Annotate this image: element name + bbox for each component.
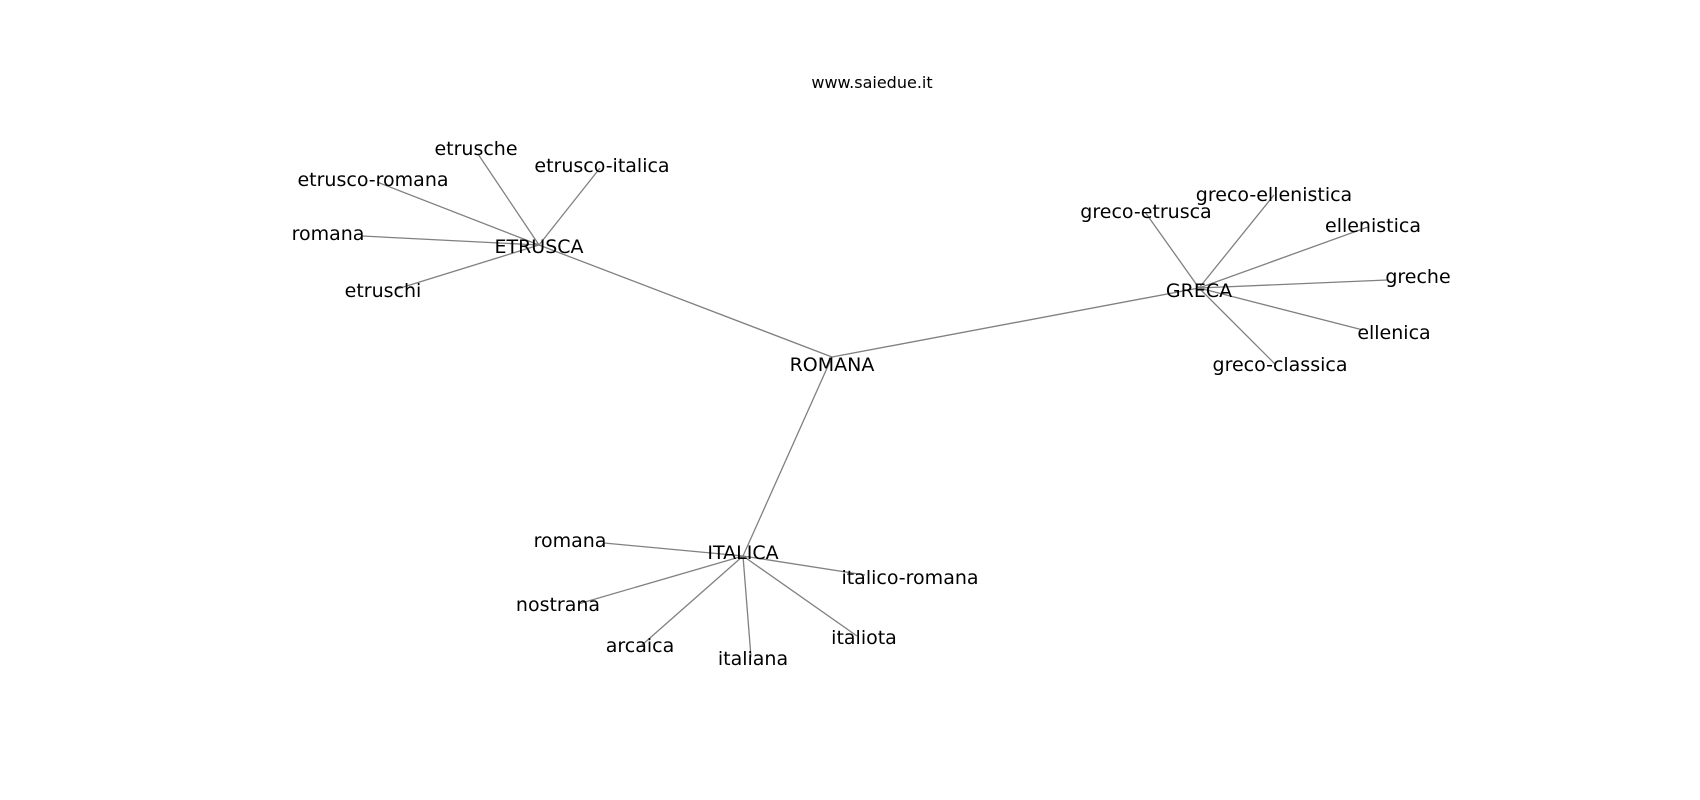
edges-layer <box>361 153 1388 658</box>
edge-etrusca-etruschi <box>396 244 540 290</box>
edge-etrusca-romana_e <box>361 235 540 246</box>
node-etrusca: ETRUSCA <box>494 236 583 258</box>
edge-italica-nostrana <box>577 555 744 605</box>
node-italiota: italiota <box>831 627 897 649</box>
node-greco-etrusca: greco-etrusca <box>1080 201 1211 223</box>
node-arcaica: arcaica <box>606 635 675 657</box>
labels-layer: ROMANA ETRUSCA GRECA ITALICA etrusche etrusco… <box>292 138 1451 670</box>
edge-greca-greco_ellenistica <box>1198 194 1275 289</box>
edge-greca-ellenistica <box>1198 226 1369 289</box>
node-ellenica: ellenica <box>1357 322 1430 344</box>
node-italico-romana: italico-romana <box>841 567 978 589</box>
edge-etrusca-etrusche <box>477 153 540 246</box>
node-italica: ITALICA <box>707 542 778 564</box>
edge-greca-greco_etrusca <box>1144 211 1200 289</box>
node-romana-c: ROMANA <box>790 354 875 376</box>
edge-romana_c-etrusca <box>538 244 833 358</box>
edge-italica-italico_romana <box>742 555 866 576</box>
node-etrusco-romana: etrusco-romana <box>297 169 448 191</box>
node-etruschi: etruschi <box>345 280 422 302</box>
edge-romana_c-greca <box>831 287 1200 358</box>
node-italiana: italiana <box>718 648 788 670</box>
edge-etrusca-etrusco_romana <box>376 181 540 246</box>
edge-greca-greche <box>1198 279 1388 289</box>
watermark-text: www.saiedue.it <box>811 73 932 92</box>
node-etrusche: etrusche <box>434 138 517 160</box>
edge-italica-arcaica <box>641 555 744 646</box>
node-etrusco-italica: etrusco-italica <box>534 155 669 177</box>
node-romana-i: romana <box>534 530 607 552</box>
edge-italica-italiota <box>742 555 858 637</box>
node-greco-ellenistica: greco-ellenistica <box>1196 184 1352 206</box>
edge-romana_c-italica <box>742 356 833 557</box>
node-greca: GRECA <box>1166 280 1232 302</box>
node-romana-e: romana <box>292 223 365 245</box>
edge-italica-romana_i <box>603 542 744 557</box>
edge-italica-italiana <box>742 555 752 658</box>
edge-greca-greco_classica <box>1198 287 1277 366</box>
node-ellenistica: ellenistica <box>1325 215 1421 237</box>
edge-etrusca-etrusco_italica <box>538 167 601 246</box>
node-greche: greche <box>1385 266 1450 288</box>
node-greco-classica: greco-classica <box>1213 354 1348 376</box>
node-nostrana: nostrana <box>516 594 600 616</box>
edge-greca-ellenica <box>1198 287 1364 331</box>
